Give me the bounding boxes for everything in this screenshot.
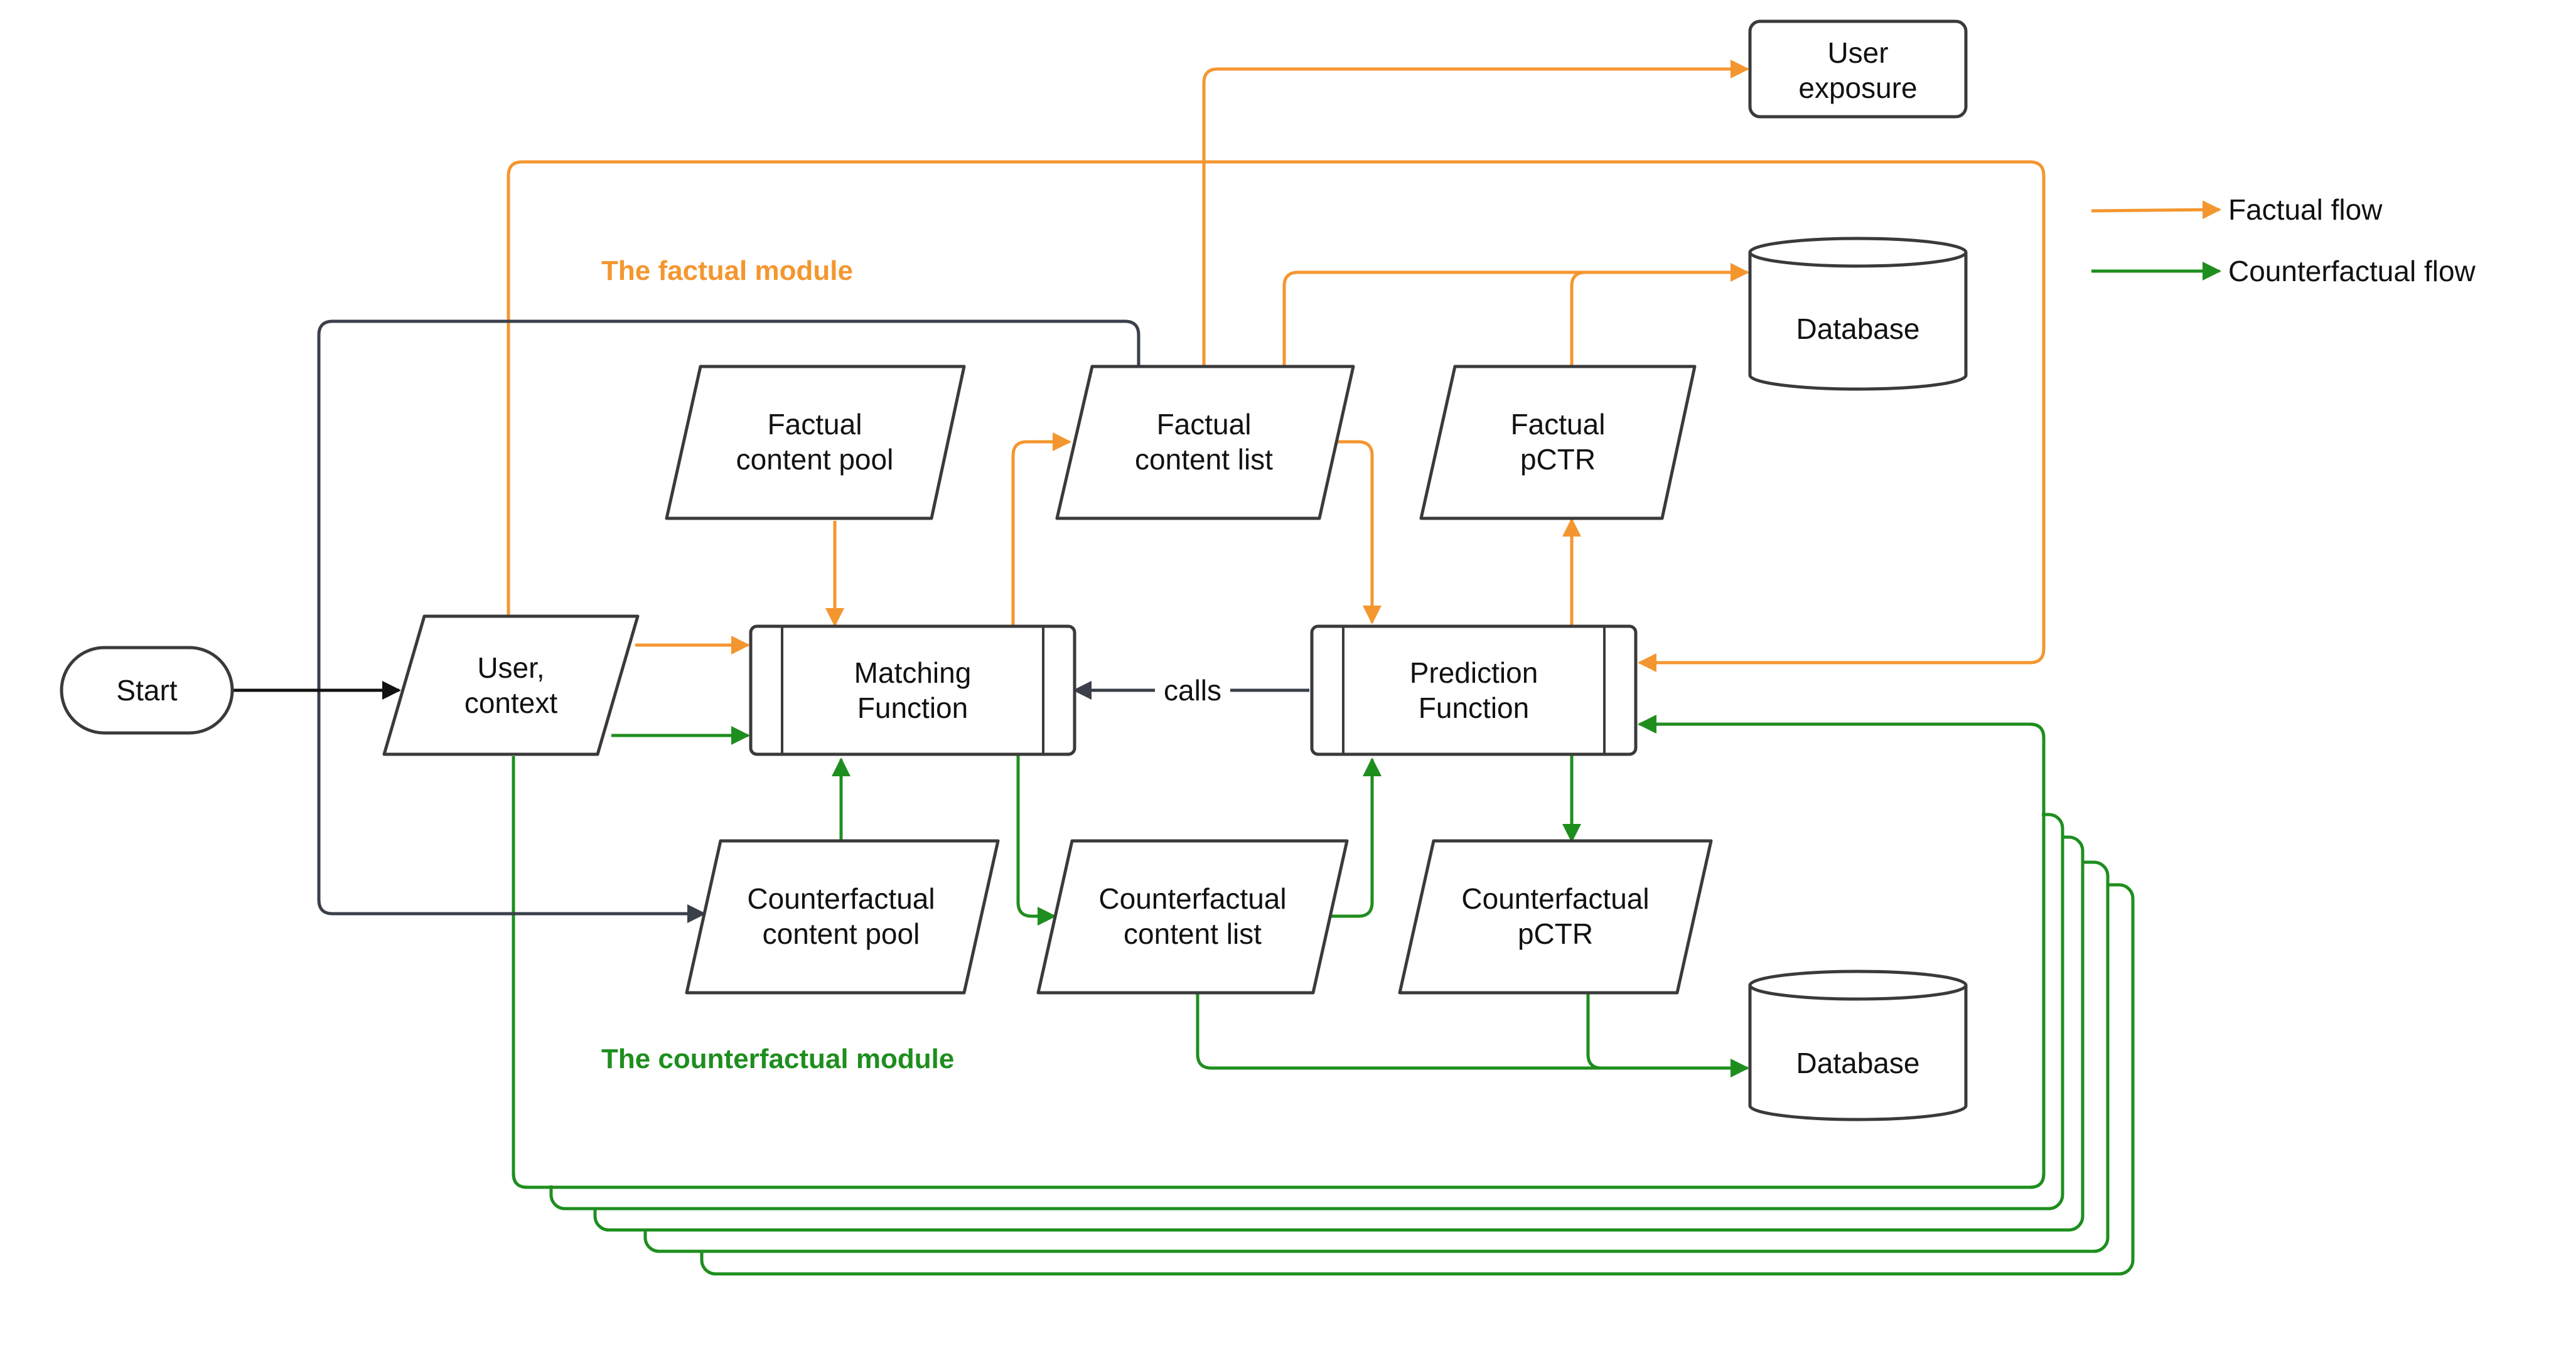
factual-pctr-label-1: Factual [1511,408,1606,441]
calls-label: calls [1164,674,1221,707]
factual-module-title: The factual module [601,255,853,286]
cf-list-to-database-arrow [1196,993,1749,1077]
database-top-node: Database [1748,237,1968,391]
user-context-label-2: context [464,687,558,719]
factual-list-to-prediction-arrow [1328,440,1382,624]
factual-content-list-label-1: Factual [1157,408,1252,441]
factual-list-to-database-arrow [1282,263,1749,366]
factual-list-to-user-exposure-arrow [1202,60,1749,366]
user-exposure-node: User exposure [1748,19,1968,119]
prediction-function-node: Prediction Function [1310,624,1638,756]
matching-function-node: Matching Function [749,624,1076,756]
legend: Factual flow Counterfactual flow [2091,193,2476,287]
prediction-function-label-1: Prediction [1410,656,1538,689]
cf-content-list-label-2: content list [1124,917,1262,950]
factual-pctr-label-2: pCTR [1520,443,1596,476]
factual-content-pool-node: Factual content pool [665,365,966,520]
cf-content-pool-label-1: Counterfactual [747,882,935,915]
prediction-function-label-2: Function [1419,692,1529,724]
legend-factual-label: Factual flow [2228,193,2383,226]
counterfactual-module-title: The counterfactual module [601,1044,954,1074]
matching-function-label-2: Function [857,692,968,724]
database-top-label: Database [1796,313,1920,345]
user-context-node: User, context [382,614,640,756]
start-to-counterfactual-pool-line [317,712,706,923]
factual-content-list-node: Factual content list [1055,365,1355,520]
cf-content-pool-label-2: content pool [763,917,920,950]
matching-function-label-1: Matching [854,656,972,689]
counterfactual-content-list-node: Counterfactual content list [1036,839,1349,995]
cf-content-list-label-1: Counterfactual [1098,882,1286,915]
factual-content-pool-label-1: Factual [768,408,862,441]
factual-content-pool-label-2: content pool [736,443,894,476]
user-exposure-label-2: exposure [1798,72,1917,104]
factual-content-list-label-2: content list [1135,443,1273,476]
cf-list-to-prediction-arrow [1328,757,1382,918]
legend-factual-arrow [2091,200,2221,220]
start-label: Start [116,674,177,707]
cf-pctr-label-2: pCTR [1518,917,1593,950]
user-context-label-1: User, [477,651,544,684]
factual-pctr-to-database-line [1570,270,1586,366]
start-node: Start [60,646,234,735]
user-exposure-label-1: User [1827,36,1888,69]
cf-pctr-to-database-line [1586,993,1602,1070]
database-bottom-label: Database [1796,1047,1920,1079]
database-bottom-node: Database [1748,970,1968,1121]
start-to-factual-list-line [317,319,1140,690]
factual-module-frame [507,160,2046,672]
cf-pctr-label-1: Counterfactual [1461,882,1649,915]
counterfactual-content-pool-node: Counterfactual content pool [685,839,1000,995]
legend-counterfactual-label: Counterfactual flow [2228,255,2476,287]
factual-pctr-node: Factual pCTR [1419,365,1697,520]
counterfactual-pctr-node: Counterfactual pCTR [1398,839,1713,995]
